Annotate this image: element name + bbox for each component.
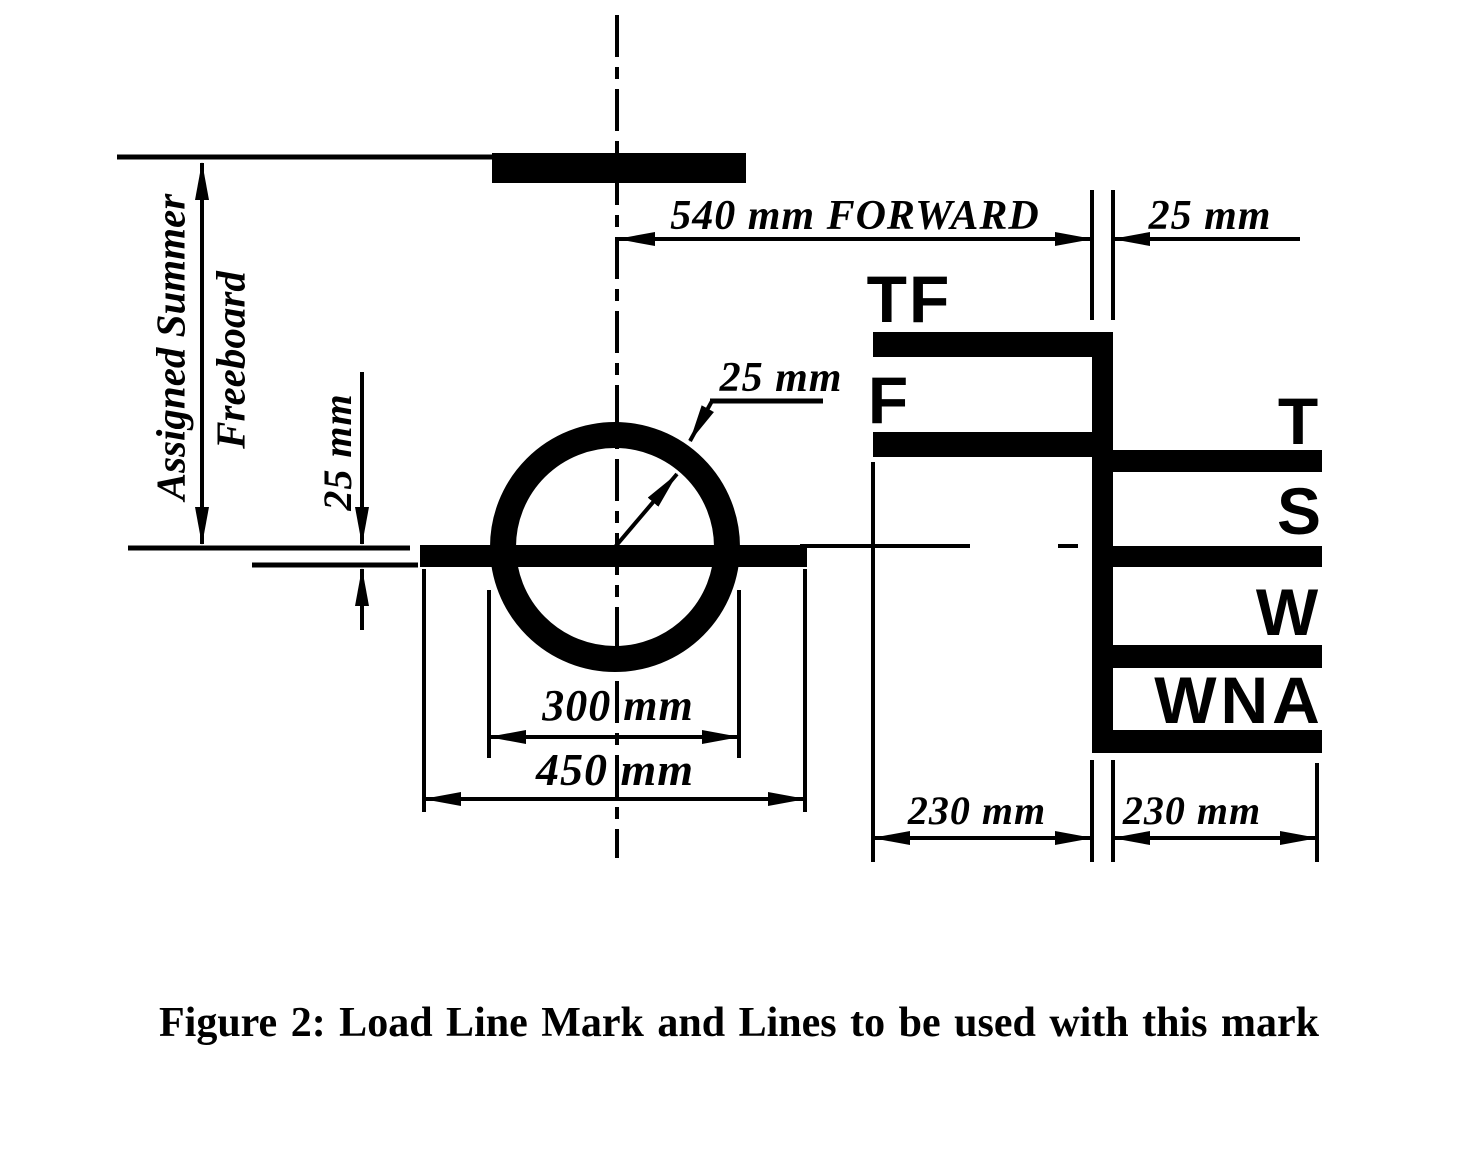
figure-caption: Figure 2: Load Line Mark and Lines to be… bbox=[158, 1000, 1320, 1046]
fresh-mark-label: F bbox=[867, 363, 911, 437]
freeboard-label: Freeboard bbox=[207, 271, 254, 449]
vertical-line-width-label: 25 mm bbox=[1148, 193, 1272, 239]
tropical-mark-label: T bbox=[1277, 384, 1321, 458]
summer-bar-length-label: 450 mm bbox=[535, 744, 695, 795]
forward-distance-label: 540 mm FORWARD bbox=[670, 193, 1040, 239]
tropical-fresh-mark-label: TF bbox=[866, 262, 952, 336]
grid-length-dimensions bbox=[871, 462, 1319, 862]
ring-diameter-label: 300 mm bbox=[542, 681, 694, 730]
winter-north-atlantic-mark-label: WNA bbox=[1154, 663, 1324, 737]
forward-lines-length-label: 230 mm bbox=[907, 788, 1047, 833]
load-line-grid bbox=[873, 332, 1322, 753]
aft-lines-length-label: 230 mm bbox=[1122, 788, 1262, 833]
summer-mark-label: S bbox=[1276, 474, 1324, 548]
summer-bar bbox=[420, 545, 807, 567]
winter-mark-label: W bbox=[1255, 575, 1321, 649]
summer-bar-length-dimension bbox=[422, 569, 807, 812]
ring-band-thickness-label: 25 mm bbox=[719, 355, 843, 401]
ring-diameter-dimension bbox=[487, 590, 741, 758]
summer-level-line bbox=[128, 545, 418, 568]
assigned-summer-label: Assigned Summer bbox=[147, 193, 194, 501]
ring-thickness-arrows bbox=[613, 398, 823, 549]
deck-line bbox=[117, 153, 746, 183]
summer-line-thickness-label: 25 mm bbox=[315, 393, 360, 511]
forward-distance-dimension bbox=[617, 190, 1300, 320]
